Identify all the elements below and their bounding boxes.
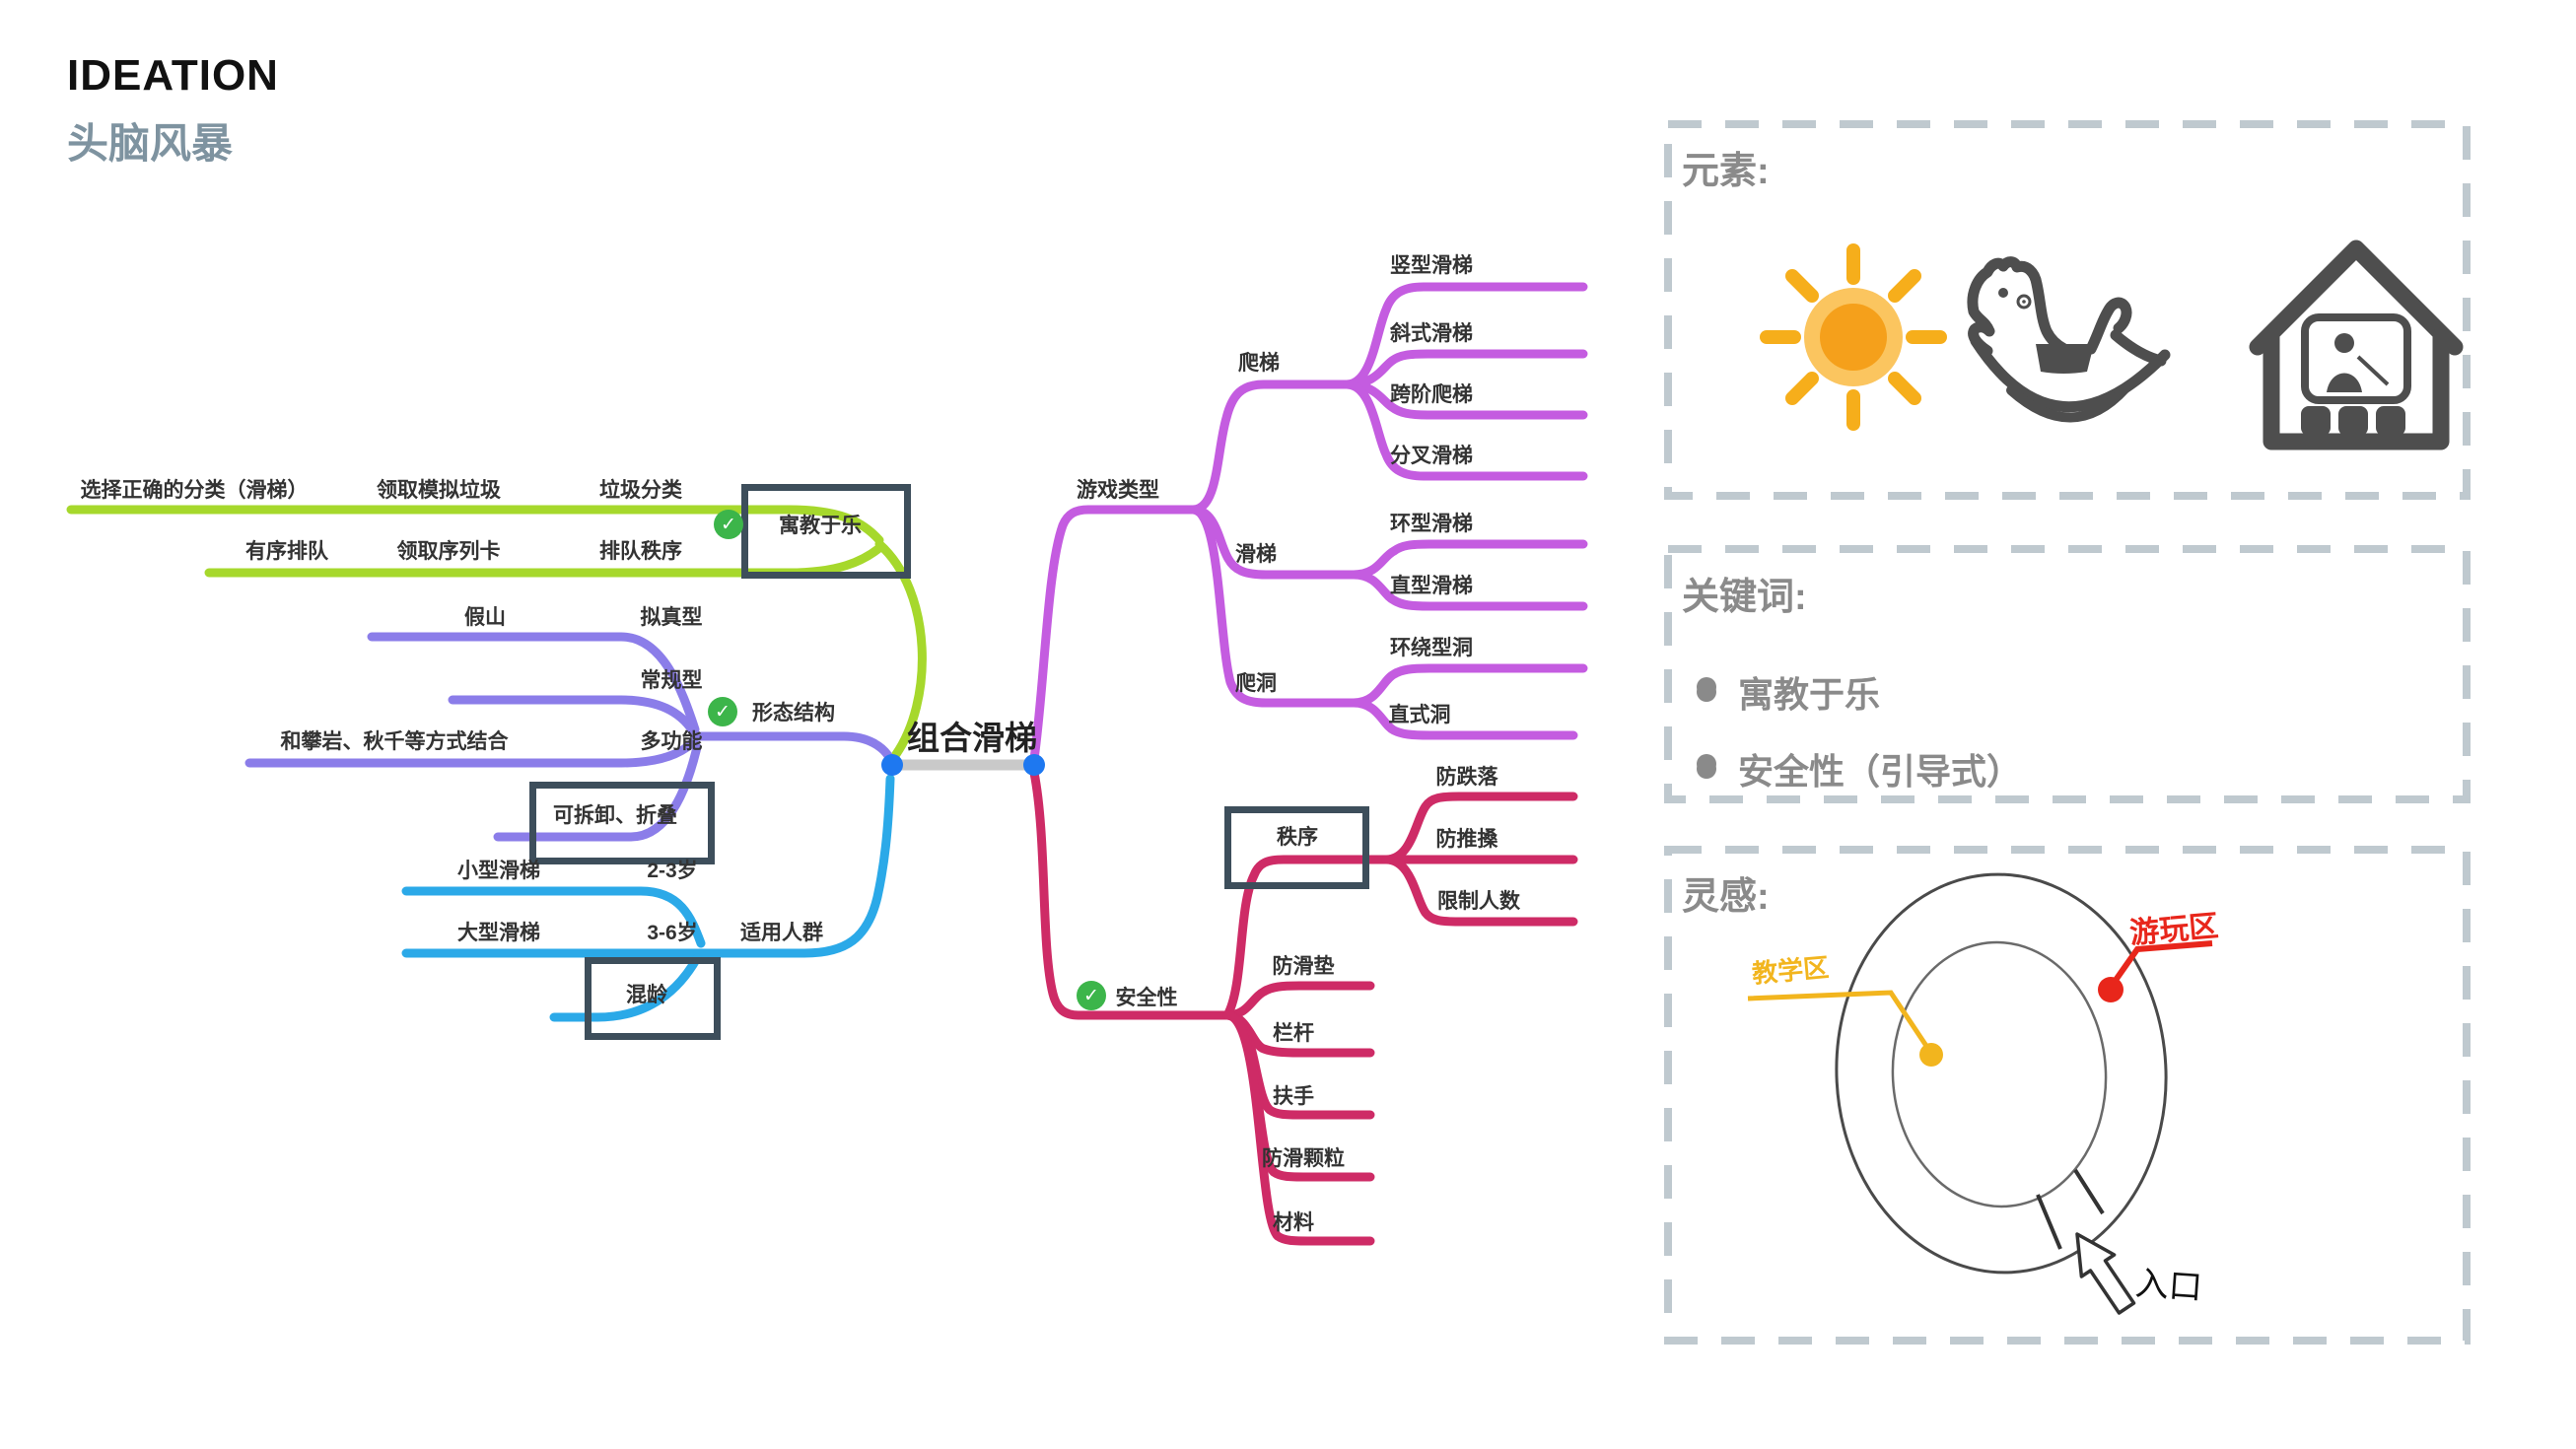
outer-zone-circle [1835,872,2168,1275]
page-title: IDEATION [67,51,279,100]
node-game-g3i1: 直式洞 [1388,704,1451,726]
inspiration-panel-border [1664,846,2471,1345]
inner-zone-circle [1891,940,2108,1208]
elements-panel-border [1664,120,2471,500]
branch-game-lines [1029,282,1588,764]
indoor-classroom-icon [2249,240,2464,450]
bullet-icon [1697,759,1716,779]
node-game-g1i0: 竖型滑梯 [1390,254,1473,277]
node-edu-r1c3: 垃圾分类 [599,479,682,502]
inspiration-sketch [1747,872,2213,1315]
node-users-r2sub: 大型滑梯 [457,922,540,944]
node-safety-o2: 限制人数 [1437,890,1520,913]
keyword-text: 寓教于乐 [1738,674,1881,715]
entrance-gap-line-2 [2073,1168,2105,1215]
node-edu-r1c2: 领取模拟垃圾 [377,479,501,502]
node-game-g2i0: 环型滑梯 [1390,513,1473,535]
node-form-r4: 可拆卸、折叠 [553,804,677,827]
center-left-dot [881,754,903,776]
node-game-g1: 爬梯 [1238,352,1280,375]
node-edu-r1c1: 选择正确的分类（滑梯） [80,479,309,502]
center-right-dot [1023,754,1045,776]
check-icon-edu: ✓ [714,510,743,539]
node-safety-o1: 防推搡 [1435,828,1498,851]
node-safety-order: 秩序 [1277,826,1318,849]
keyword-text: 安全性（引导式） [1738,751,2023,792]
page-subtitle: 头脑风暴 [67,120,234,167]
check-icon-form: ✓ [708,697,737,726]
node-form-r1: 拟真型 [640,606,703,629]
node-edu-r2c1: 有序排队 [245,540,328,563]
entrance-arrow-icon [2075,1232,2136,1315]
node-game-label: 游戏类型 [1077,479,1159,502]
node-game-g3i0: 环绕型洞 [1390,637,1473,659]
node-safety-i3: 防滑颗粒 [1262,1147,1345,1170]
teaching-zone-dot [1919,1043,1943,1067]
play-zone-label: 游玩区 [2128,910,2220,950]
inspiration-panel-title: 灵感: [1682,876,1770,918]
keywords-panel-border [1664,545,2471,803]
node-safety-i4: 材料 [1273,1211,1314,1234]
node-game-g2: 滑梯 [1235,543,1277,566]
teaching-zone-label: 教学区 [1750,952,1831,989]
node-edu-r2c3: 排队秩序 [599,540,682,563]
node-game-g1i2: 跨阶爬梯 [1390,383,1473,406]
center-node-label: 组合滑梯 [907,720,1037,756]
node-users-r1: 2-3岁 [647,860,698,882]
node-form-label: 形态结构 [752,702,835,724]
node-safety-o0: 防跌落 [1435,766,1498,789]
bullet-icon [1697,682,1716,702]
node-form-r1sub: 假山 [464,606,506,629]
center-node [881,754,1045,776]
keywords-panel-title: 关键词: [1682,577,1807,618]
node-edu-label: 寓教于乐 [779,515,862,537]
entrance-gap-line-1 [2036,1194,2062,1250]
node-safety-i1: 栏杆 [1273,1022,1314,1045]
detachable-node-box [529,782,715,864]
keyword-item-1: 寓教于乐 [1697,666,1880,718]
node-form-r3: 多功能 [640,730,703,753]
teaching-annotation-line [1747,990,1931,1051]
node-game-g3: 爬洞 [1235,672,1277,695]
play-zone-dot [2098,977,2123,1002]
branch-users-lines [401,774,895,1022]
node-users-r1sub: 小型滑梯 [457,860,540,882]
rocking-horse-icon [1967,256,2171,423]
play-annotation-line [2109,940,2213,988]
node-users-r2: 3-6岁 [647,922,698,944]
keyword-item-2: 安全性（引导式） [1697,743,2022,794]
check-icon-safety: ✓ [1077,981,1106,1010]
node-users-r3: 混龄 [626,984,667,1006]
node-edu-r2c2: 领取序列卡 [396,540,501,563]
node-safety-i2: 扶手 [1273,1085,1314,1108]
node-safety-i0: 防滑垫 [1272,955,1335,978]
panel-borders [1664,120,2471,1345]
node-users-label: 适用人群 [740,922,823,944]
node-game-g1i1: 斜式滑梯 [1390,322,1473,345]
edu-node-box [741,484,911,579]
node-form-r3sub: 和攀岩、秋千等方式结合 [280,730,509,753]
entrance-label: 入口 [2133,1265,2203,1307]
sun-icon [1760,243,1947,431]
node-game-g1i3: 分叉滑梯 [1390,445,1473,467]
node-game-g2i1: 直型滑梯 [1390,575,1473,597]
mixed-age-node-box [585,957,721,1040]
elements-panel-title: 元素: [1682,151,1770,192]
order-node-box [1224,806,1369,889]
node-safety-label: 安全性 [1115,987,1178,1009]
node-form-r2: 常规型 [640,669,703,692]
